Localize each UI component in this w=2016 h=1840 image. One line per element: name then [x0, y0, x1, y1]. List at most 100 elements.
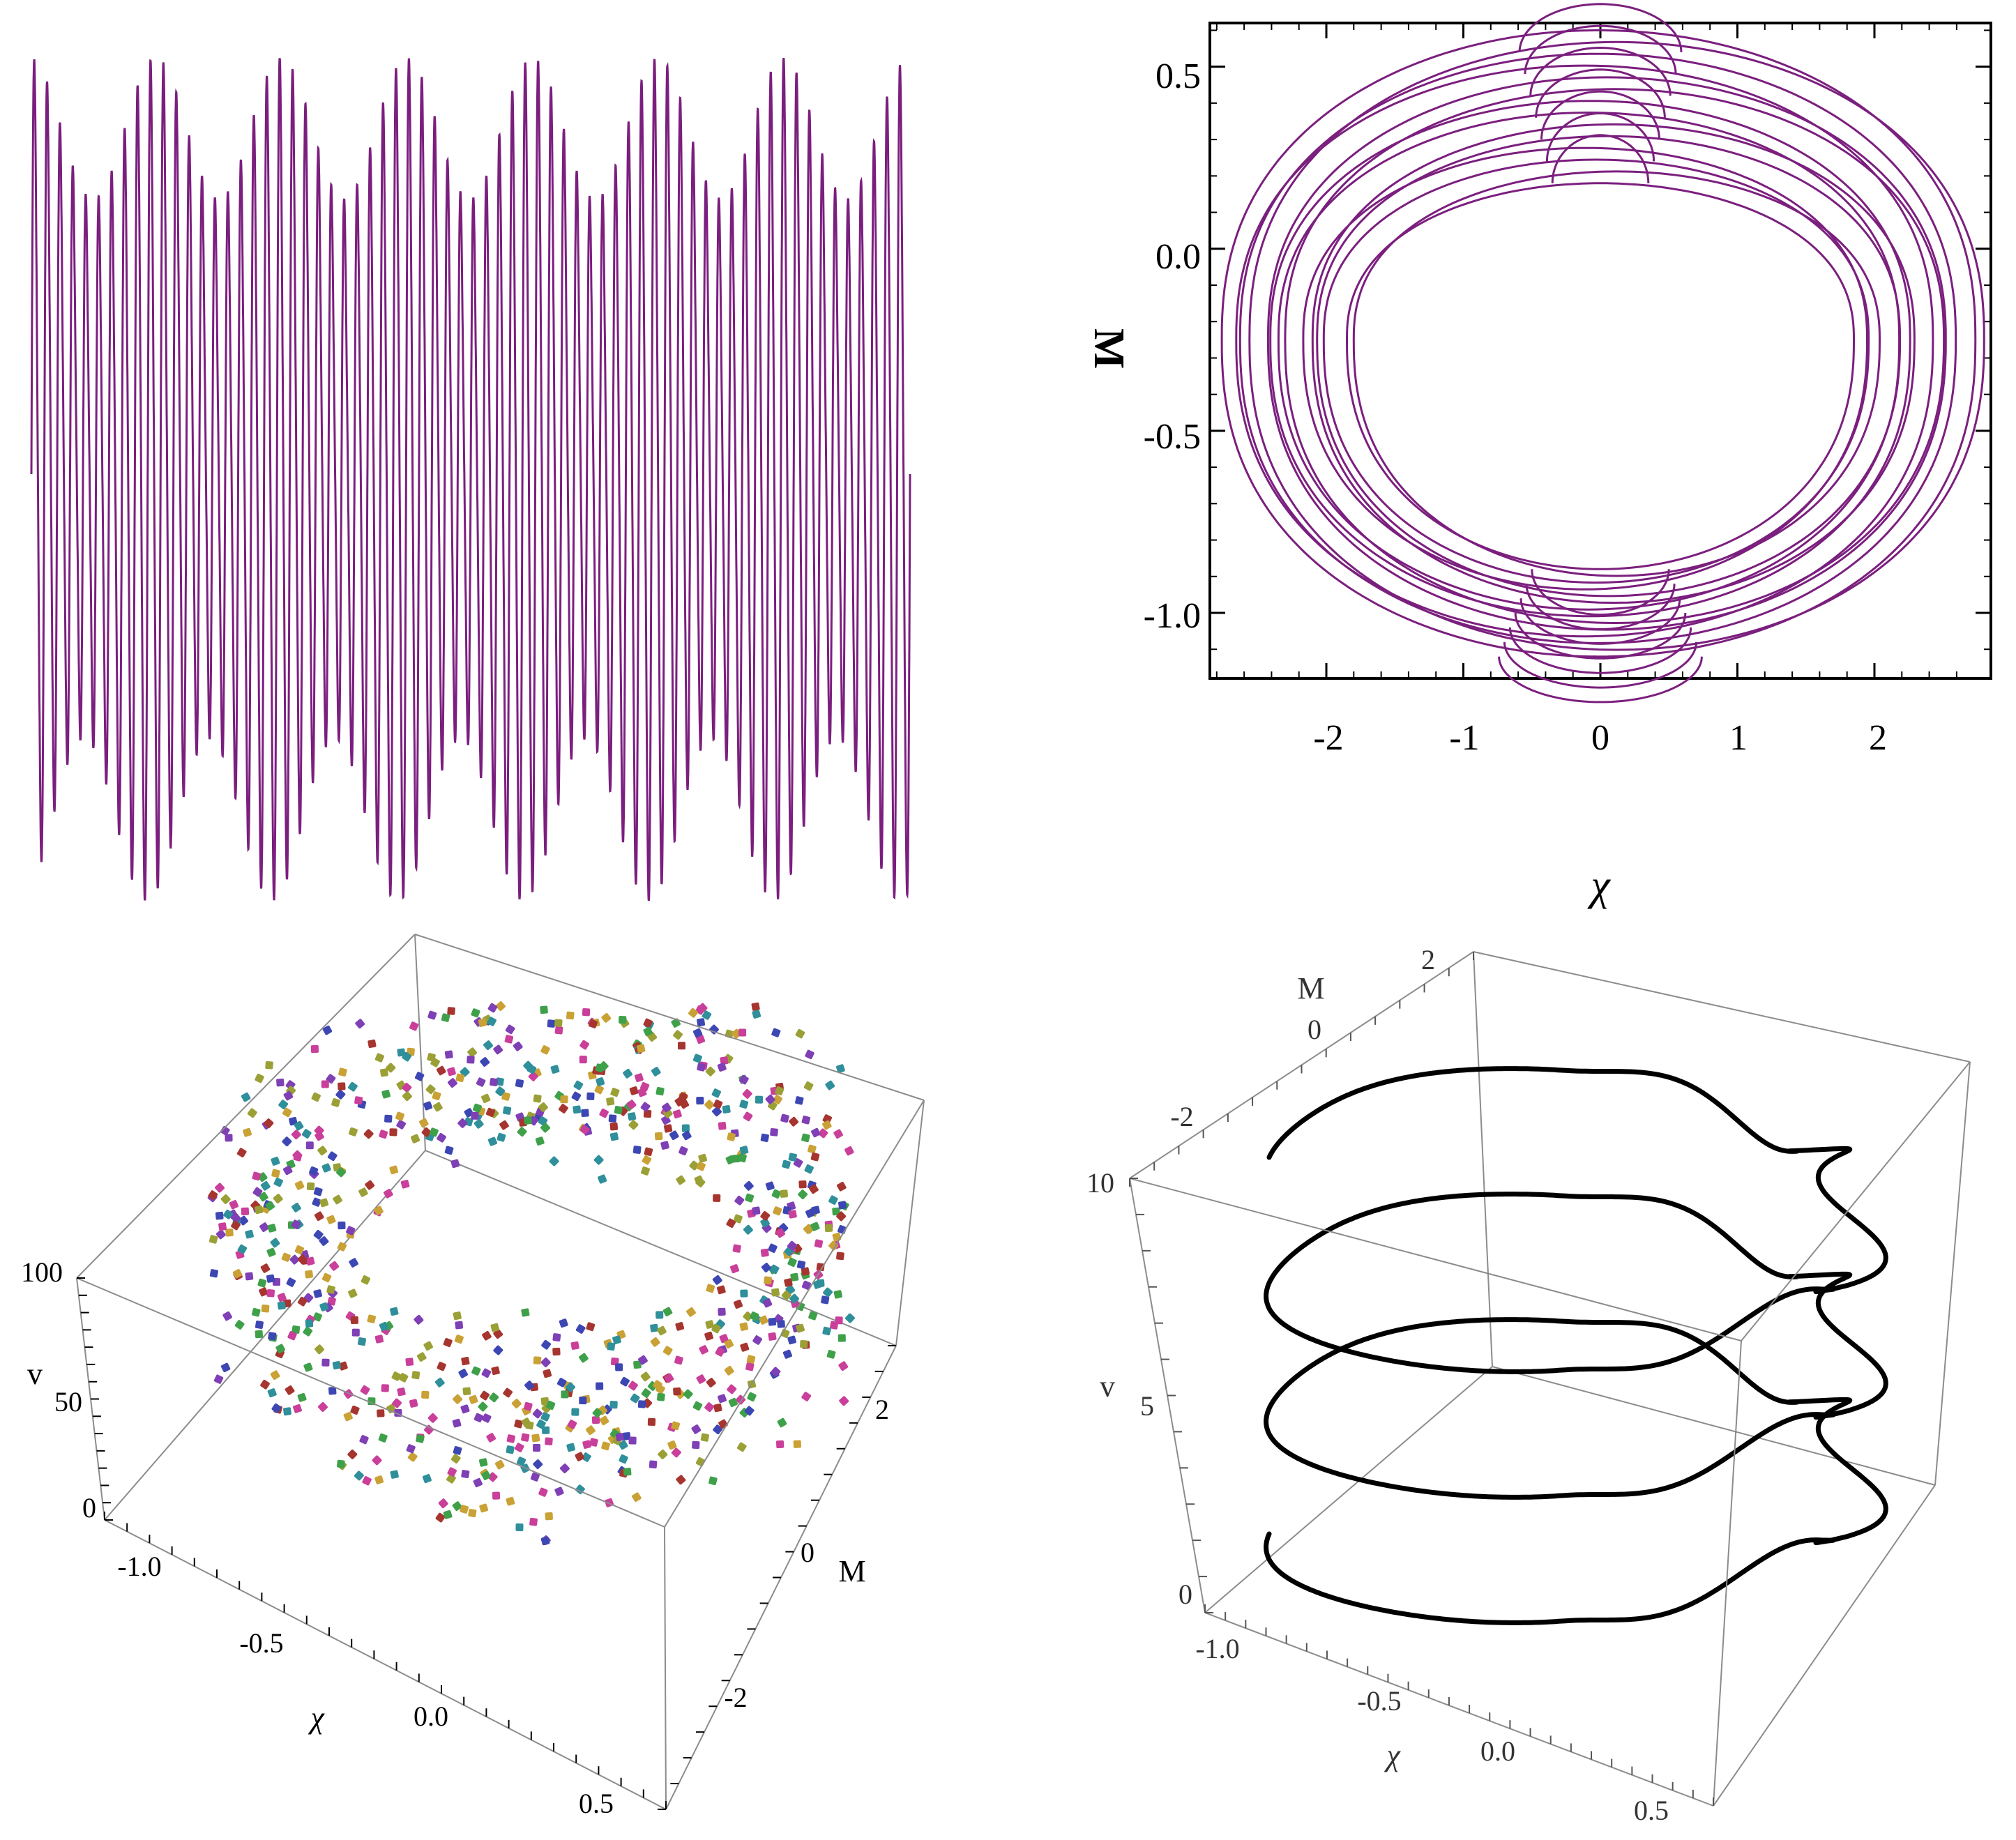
- scatter3d-point: [622, 1432, 631, 1440]
- scatter3d-point: [705, 1066, 715, 1077]
- scatter3d-point: [441, 1013, 450, 1022]
- phase-xtick-2: 0: [1591, 718, 1609, 758]
- scatter3d-point: [706, 1378, 716, 1387]
- scatter3d-point: [609, 1401, 618, 1409]
- scatter3d-point: [447, 1067, 456, 1077]
- scatter3d-point: [335, 1089, 346, 1100]
- scatter3d-point: [333, 1194, 342, 1205]
- scatter3d-point: [291, 1219, 301, 1229]
- scatter3d-point: [818, 1128, 828, 1139]
- scatter3d-point: [321, 1272, 332, 1283]
- scatter3d-point: [717, 1285, 726, 1295]
- scatter3d-point: [672, 1109, 682, 1119]
- scatter3d-point: [821, 1295, 830, 1305]
- scatter3d-point: [787, 1335, 796, 1345]
- phase-loops: [1220, 3, 1985, 704]
- scatter3d-point: [751, 1002, 760, 1011]
- scatter3d-point: [524, 1116, 532, 1125]
- scatter3d-point: [777, 1320, 785, 1328]
- curve3d-ylabel: M: [1297, 971, 1324, 1005]
- phase-loop-12: [1248, 40, 1985, 651]
- scatter3d-point: [743, 1180, 754, 1191]
- scatter3d-point: [579, 1397, 587, 1405]
- scatter3d-point: [628, 1112, 637, 1121]
- scatter3d-point: [306, 1182, 315, 1191]
- scatter3d-point: [560, 1095, 568, 1104]
- scatter3d-point: [599, 1415, 609, 1426]
- scatter3d-point: [658, 1449, 668, 1459]
- scatter3d-point: [729, 1264, 740, 1274]
- phase-loop-9: [1266, 76, 1947, 631]
- scatter3d-point: [809, 1184, 819, 1194]
- scatter3d-point: [257, 1278, 267, 1288]
- scatter3d-point: [828, 1195, 838, 1205]
- scatter3d-point: [838, 1334, 846, 1342]
- scatter3d-point: [294, 1180, 305, 1190]
- scatter3d-point: [348, 1127, 358, 1136]
- curve3d-xtick-2: 0.0: [1480, 1735, 1515, 1767]
- curve3d-ytick-2: -2: [1170, 1101, 1193, 1132]
- scatter3d-point: [540, 1536, 550, 1546]
- scatter3d-point: [268, 1332, 277, 1341]
- scatter3d-point: [733, 1214, 743, 1224]
- phase-loop-1: [1352, 170, 1881, 577]
- scatter3d-point: [350, 1405, 360, 1415]
- scatter3d-point: [745, 1362, 755, 1371]
- scatter3d-point: [448, 1078, 457, 1088]
- scatter3d-point: [276, 1078, 285, 1087]
- phase-loop-4: [1316, 135, 1902, 598]
- scatter3d-point: [798, 1189, 808, 1200]
- scatter3d-point: [255, 1330, 264, 1339]
- scatter3d-point: [505, 1024, 515, 1035]
- scatter3d-point: [664, 1373, 674, 1383]
- scatter3d-point: [506, 1496, 515, 1506]
- scatter3d-point: [386, 1404, 396, 1414]
- scatter3d-point: [612, 1335, 621, 1345]
- scatter3d-point: [231, 1220, 241, 1231]
- phase-top-arc-5: [1524, 24, 1677, 75]
- scatter3d-point: [501, 1092, 510, 1101]
- scatter3d-point: [801, 1280, 812, 1290]
- scatter3d-point: [282, 1165, 293, 1176]
- scatter3d-point: [319, 1302, 329, 1311]
- scatter3d-point: [421, 1390, 430, 1399]
- scatter3d-point: [390, 1307, 399, 1316]
- scatter3d-point: [638, 1355, 648, 1365]
- scatter3d-point: [416, 1434, 425, 1443]
- phase-loop-0: [1345, 182, 1855, 570]
- scatter3d-point: [765, 1094, 775, 1104]
- scatter3d-point: [231, 1213, 241, 1223]
- scatter3d-point: [700, 1433, 709, 1442]
- scatter3d-point: [482, 1330, 492, 1341]
- scatter3d-point: [337, 1242, 347, 1252]
- scatter3d-point: [738, 1028, 747, 1037]
- scatter3d-point: [222, 1311, 232, 1321]
- curve3d-line: [1264, 1066, 1888, 1625]
- scatter3d-point: [733, 1300, 743, 1309]
- scatter3d-point: [391, 1371, 401, 1381]
- scatter3d-point: [586, 1092, 595, 1100]
- phase-bottom-arc-5: [1503, 641, 1697, 689]
- phase-loop-7: [1269, 100, 1911, 618]
- scatter3d-edge-back-bottom-left: [104, 1150, 426, 1521]
- scatter3d-point: [358, 1187, 368, 1197]
- scatter3d-point: [287, 1331, 297, 1341]
- phase-xlabel: χ: [1587, 862, 1611, 909]
- scatter3d-point: [750, 1311, 759, 1321]
- curve3d-box-front: [1129, 951, 1971, 1807]
- scatter3d-point: [826, 1350, 836, 1359]
- scatter3d-point: [259, 1287, 268, 1297]
- scatter3d-point: [582, 1008, 591, 1017]
- scatter3d-point: [467, 1056, 475, 1064]
- scatter3d-point: [482, 1413, 492, 1423]
- phase-xtick-4: 2: [1869, 718, 1887, 758]
- scatter3d-point: [559, 1318, 568, 1328]
- scatter3d-point: [491, 1366, 500, 1376]
- scatter3d-edge-right-vertical: [895, 1100, 925, 1346]
- scatter3d-point: [667, 1440, 677, 1450]
- scatter3d-point: [490, 1077, 499, 1086]
- scatter3d-point: [374, 1335, 384, 1344]
- scatter3d-point: [833, 1290, 842, 1299]
- scatter3d-point: [607, 1342, 616, 1351]
- scatter3d-point: [567, 1420, 577, 1429]
